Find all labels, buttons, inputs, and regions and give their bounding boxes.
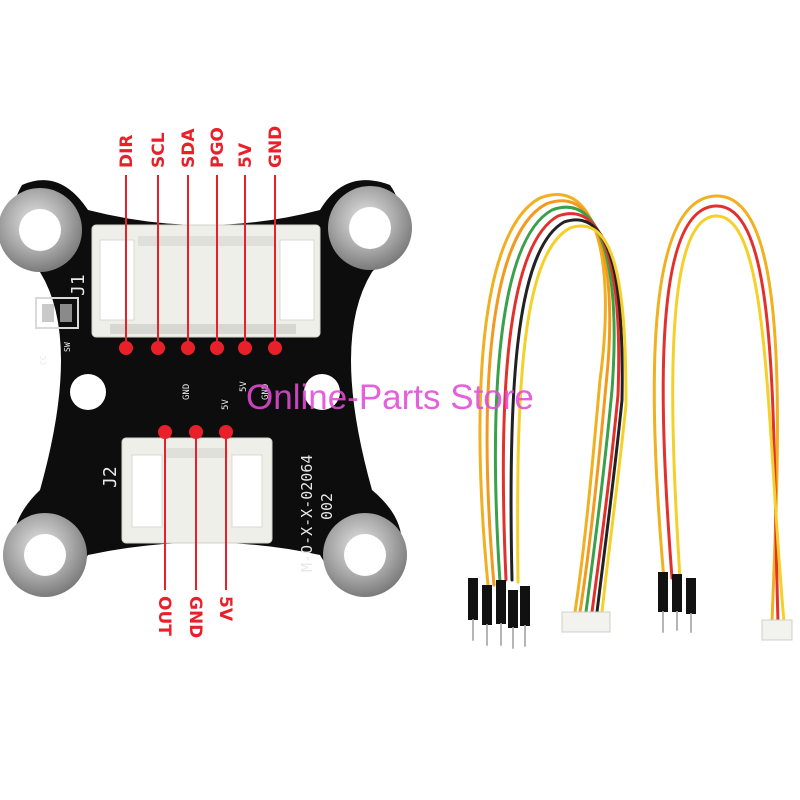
center-hole-right [304,374,340,410]
silk-sw-mark: SW [63,342,72,352]
pin-label-dir: DIR [117,134,137,168]
silk-revision: 002 [318,493,336,520]
pin-label-5v-top: 5V [236,142,256,168]
silk-gnd-b: GND [261,384,271,400]
cable-3-wire [652,194,793,641]
silk-j2-label: J2 [100,466,121,488]
pin-label-sda: SDA [179,128,199,168]
cable-6-wire [468,193,628,649]
pin-label-5v-bottom: 5V [215,596,235,622]
mounting-hole-top-left [0,188,82,272]
silk-gnd-a: GND [182,384,192,400]
pin-callouts [119,175,282,590]
mounting-hole-bottom-right [323,513,407,597]
store-watermark: Online-Parts Store [246,378,534,417]
silk-cc-mark: CC [39,355,48,365]
pin-label-out: OUT [154,596,174,636]
pin-label-pgo: PGO [208,127,228,168]
connector-j1 [91,224,321,338]
pin-label-gnd-top: GND [266,126,286,168]
pin-label-gnd-bottom: GND [185,596,205,638]
mounting-hole-bottom-left [3,513,87,597]
silk-j1-label: J1 [68,274,89,296]
mounting-hole-top-right [328,186,412,270]
silk-5v-b: 5V [221,399,231,410]
pin-label-scl: SCL [149,132,169,168]
silk-part-number: M-O-X-X-02064 [298,455,316,572]
silk-5v-a: 5V [239,381,249,392]
sensor-board: J1 J2 M-O-X-X-02064 002 CC SW GND 5V GND… [0,180,412,597]
smd-component [35,297,79,329]
center-hole-left [70,374,106,410]
